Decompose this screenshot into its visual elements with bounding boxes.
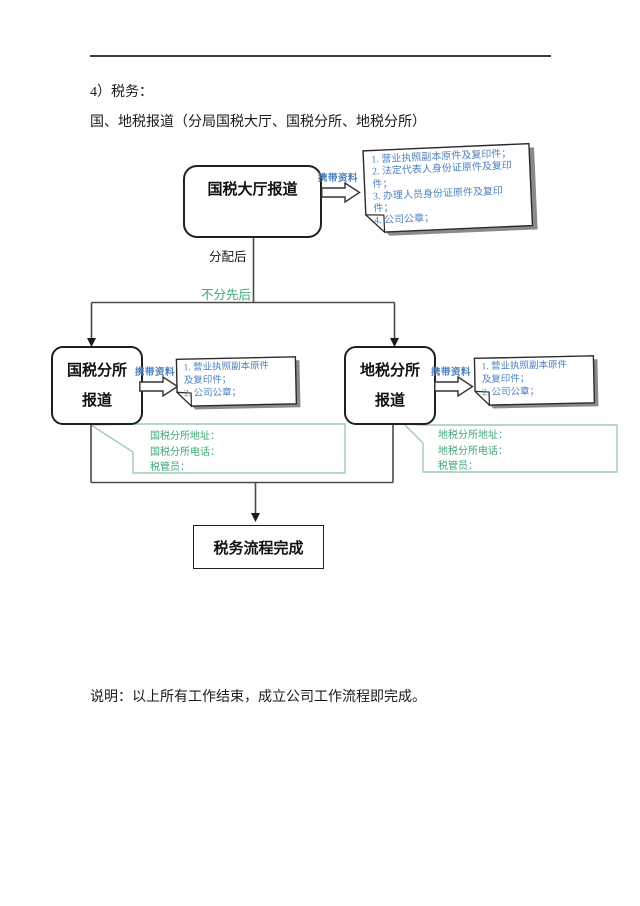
- section-subheading: 国、地税报道（分局国税大厅、国税分所、地税分所）: [90, 115, 426, 130]
- block-arrow-icon-left: [139, 376, 179, 397]
- arrowhead-end: [251, 513, 260, 522]
- note-left-documents-text: 1. 营业执照副本原件 及复印件； 2. 公司公章；: [183, 361, 270, 400]
- flow-lines: [90, 238, 396, 514]
- note-left-documents: 1. 营业执照副本原件 及复印件； 2. 公司公章；: [175, 356, 306, 419]
- folded-note-shape: [473, 355, 599, 409]
- note-start-documents: 1. 营业执照副本原件及复印件； 2. 法定代表人身份证原件及复印 件； 3. …: [362, 142, 544, 246]
- block-arrow-icon-right: [434, 376, 474, 397]
- right-callout-text: 地税分所地址： 地税分所电话： 税管员：: [438, 430, 508, 472]
- folded-note-shape: [175, 356, 301, 410]
- carry-label-left: 携带资料: [135, 368, 176, 378]
- top-divider-line: [90, 55, 551, 57]
- arrowheads: [87, 338, 399, 522]
- left-callout-text: 国税分所地址： 国税分所电话： 税管员：: [150, 431, 220, 473]
- note-right-documents: 1. 营业执照副本原件 及复印件； 2. 公司公章；: [473, 355, 604, 418]
- carry-label-start: 携带资料: [318, 174, 359, 184]
- carry-label-right: 携带资料: [431, 368, 472, 378]
- section-heading: 4）税务：: [90, 85, 153, 100]
- after-assignment-label: 分配后: [209, 250, 247, 264]
- no-particular-order-label: 不分先后: [201, 288, 252, 302]
- arrowhead-left-branch: [87, 338, 96, 347]
- closing-note: 说明：以上所有工作结束，成立公司工作流程即完成。: [90, 690, 426, 705]
- arrowhead-right-branch: [390, 338, 399, 347]
- left-box-national-tax-branch: 国税分所 报道: [51, 346, 143, 425]
- right-box-local-tax-branch: 地税分所 报道: [344, 346, 436, 425]
- note-start-documents-text: 1. 营业执照副本原件及复印件； 2. 法定代表人身份证原件及复印 件； 3. …: [371, 148, 513, 227]
- start-box-national-tax-hall: 国税大厅报道: [183, 165, 322, 238]
- block-arrow-icon-start: [321, 182, 361, 203]
- note-right-documents-text: 1. 营业执照副本原件 及复印件； 2. 公司公章；: [481, 360, 568, 399]
- folded-note-shape: [362, 142, 538, 236]
- end-box-process-complete: 税务流程完成: [193, 525, 324, 569]
- right-callout-shape: [402, 423, 618, 473]
